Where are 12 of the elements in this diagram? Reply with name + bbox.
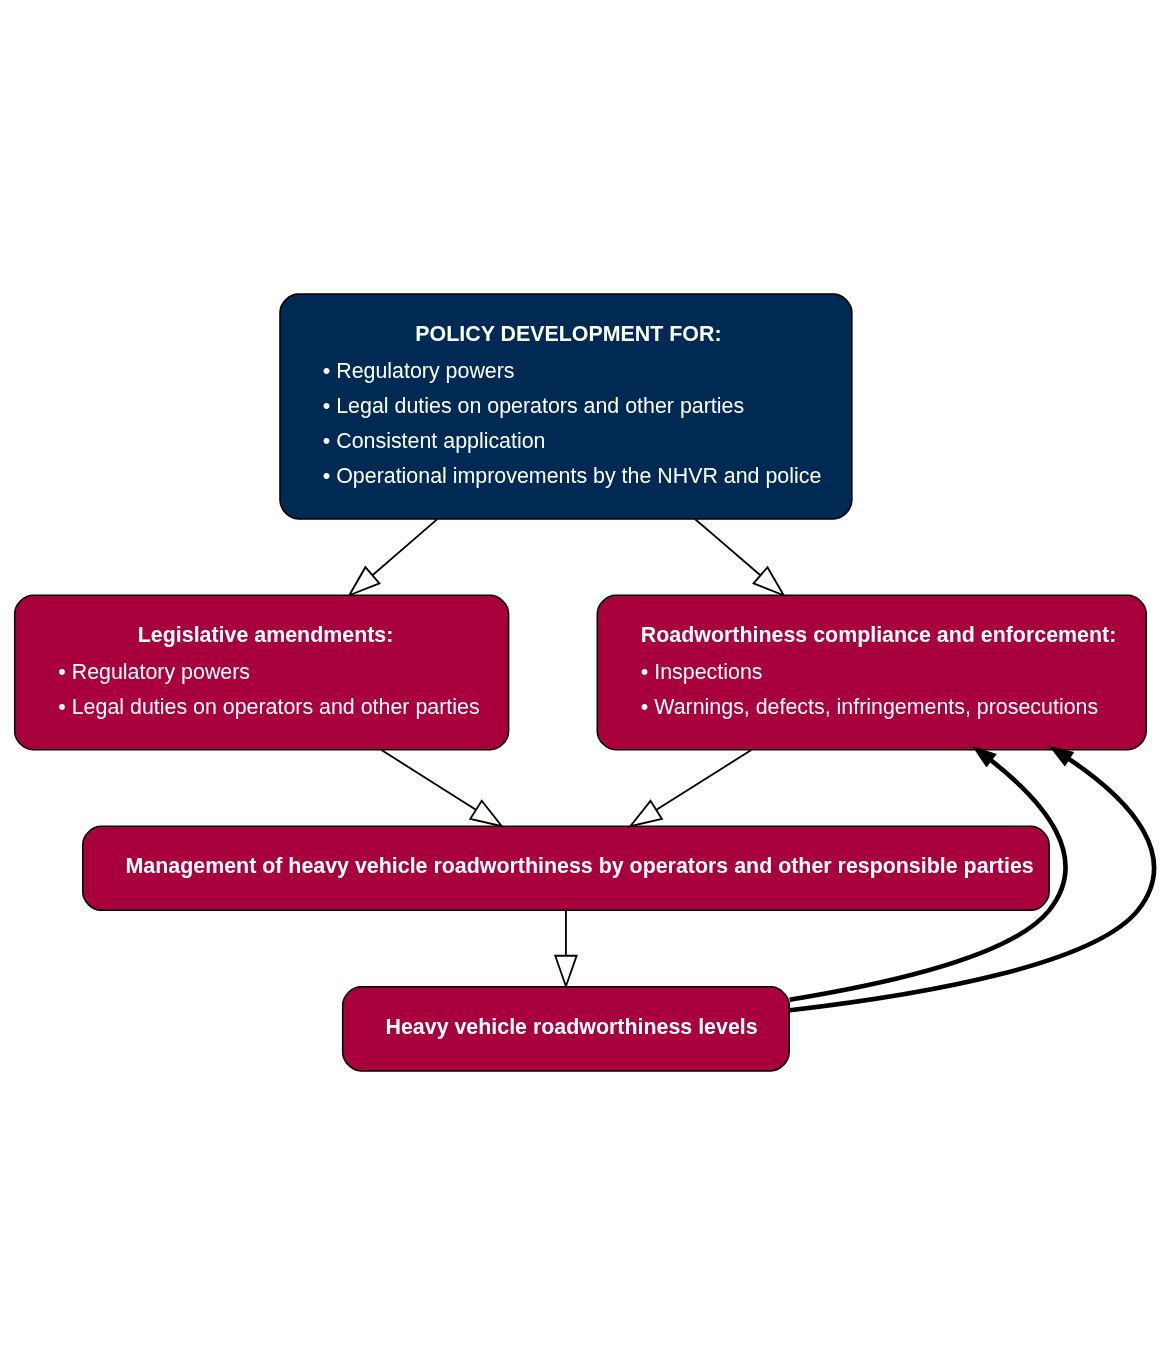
node-box: Heavy vehicle roadworthiness levels	[341, 986, 790, 1072]
arrow	[694, 518, 786, 598]
node-box: Legislative amendments: • Regulatory powers • Legal duties on operators and other parties	[13, 594, 510, 751]
arrow	[380, 749, 505, 828]
arrow	[347, 518, 439, 598]
node-box: POLICY DEVELOPMENT FOR: • Regulatory powers • Legal duties on operators and other parties • Consistent application • Operational improvements by the NHVR and police	[279, 293, 853, 520]
node-box: Roadworthiness compliance and enforcement: • Inspections • Warnings, defects, infringements, prosecutions	[596, 594, 1147, 751]
arrow	[789, 746, 1157, 1013]
arrow	[628, 749, 753, 828]
arrow	[789, 745, 1068, 1002]
arrow	[553, 909, 578, 990]
node-box: Management of heavy vehicle roadworthiness by operators and other responsible parties	[81, 825, 1050, 912]
